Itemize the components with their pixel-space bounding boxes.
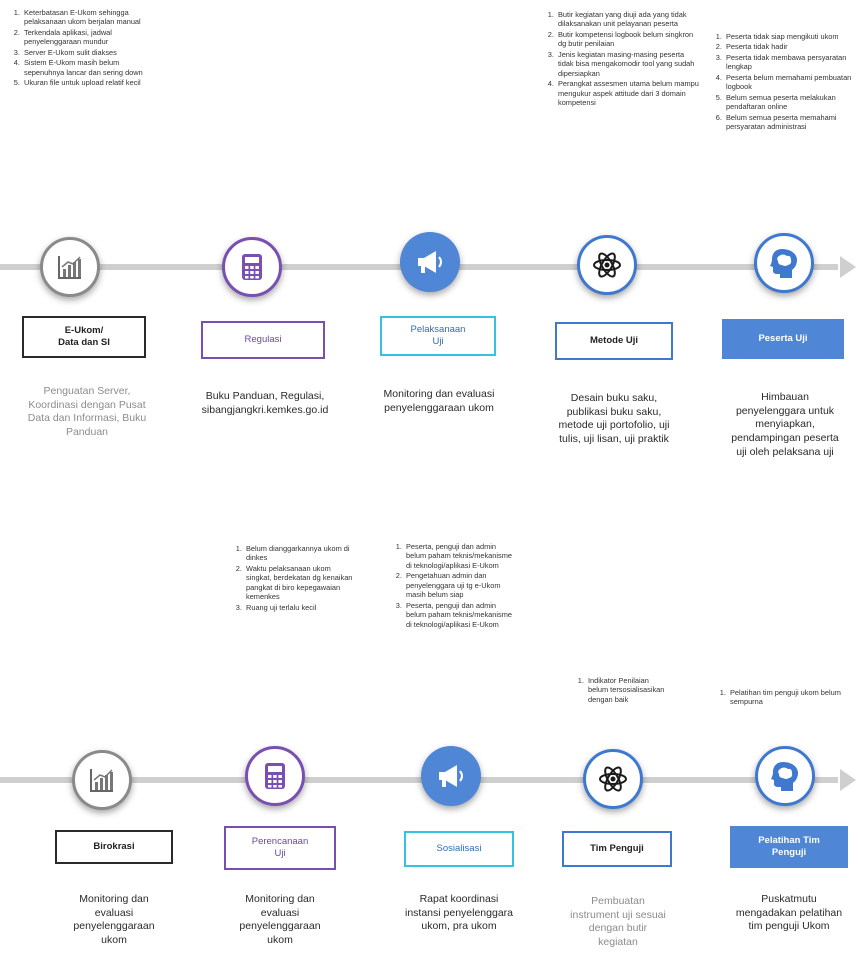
problem-item: Peserta tidak membawa persyaratan lengka… [724,53,858,72]
problem-item: Peserta, penguji dan admin belum paham t… [404,542,518,570]
problem-item: Peserta belum memahami pembuatan logbook [724,73,858,92]
solution-pelatihan-tim-penguji: Puskatmutu mengadakan pelatihan tim peng… [735,893,843,933]
label-peserta-uji: Peserta Uji [722,319,844,359]
label-metode-uji: Metode Uji [555,322,673,360]
problem-item: Keterbatasan E-Ukom sehingga pelaksanaan… [22,8,158,27]
solution-peserta-uji: Himbauan penyelenggara untuk menyiapkan,… [731,391,839,458]
brain-head-icon [754,233,814,293]
problem-list: Peserta, penguji dan admin belum paham t… [388,542,518,630]
label-sosialisasi: Sosialisasi [404,831,514,867]
problem-item: Belum semua peserta melakukan pendaftara… [724,93,858,112]
label-regulasi: Regulasi [201,321,325,359]
timeline-arrow [840,256,856,278]
chart-icon [40,237,100,297]
atom-icon [583,749,643,809]
problem-list: Butir kegiatan yang diuji ada yang tidak… [540,10,700,109]
atom-icon [577,235,637,295]
solution-pelaksanaan-uji: Monitoring dan evaluasi penyelenggaraan … [383,388,495,414]
calculator-icon [222,237,282,297]
problem-item: Ukuran file untuk upload relatif kecil [22,78,158,87]
label-perencanaan-uji: Perencanaan Uji [224,826,336,870]
problem-list: Belum dianggarkannya ukom di dinkes Wakt… [228,544,356,613]
solution-perencanaan-uji: Monitoring dan evaluasi penyelenggaraan … [239,893,321,946]
solution-tim-penguji: Pembuatan instrument uji sesuai dengan b… [570,895,666,948]
solution-birokrasi: Monitoring dan evaluasi penyelenggaraan … [73,893,155,946]
problem-item: Butir kegiatan yang diuji ada yang tidak… [556,10,700,29]
problem-item: Pelatihan tim penguji ukom belum sempurn… [728,688,852,707]
problem-item: Sistem E-Ukom masih belum sepenuhnya lan… [22,58,158,77]
label-pelatihan-tim-penguji: Pelatihan Tim Penguji [730,826,848,868]
label-tim-penguji: Tim Penguji [562,831,672,867]
problem-item: Indikator Penilaian belum tersosialisasi… [586,676,670,704]
problem-item: Ruang uji terlalu kecil [244,603,356,612]
row-1: Keterbatasan E-Ukom sehingga pelaksanaan… [0,0,858,500]
timeline-arrow [840,769,856,791]
problem-item: Peserta, penguji dan admin belum paham t… [404,601,518,629]
calculator-icon [245,746,305,806]
problem-list: Pelatihan tim penguji ukom belum sempurn… [712,688,852,708]
solution-regulasi: Buku Panduan, Regulasi, sibangjangkri.ke… [201,390,329,416]
megaphone-icon [421,746,481,806]
problem-item: Belum semua peserta memahami persyaratan… [724,113,858,132]
label-eukom: E-Ukom/ Data dan SI [22,316,146,358]
problem-item: Terkendala aplikasi, jadwal penyelenggar… [22,28,158,47]
timeline-line [0,777,838,783]
problem-item: Server E-Ukom sulit diakses [22,48,158,57]
problem-list: Indikator Penilaian belum tersosialisasi… [570,676,670,705]
solution-eukom: Penguatan Server, Koordinasi dengan Pusa… [27,385,147,438]
problem-list: Keterbatasan E-Ukom sehingga pelaksanaan… [6,8,158,89]
problem-item: Waktu pelaksanaan ukom singkat, berdekat… [244,564,356,602]
problem-item: Pengetahuan admin dan penyelenggara uji … [404,571,518,599]
megaphone-icon [400,232,460,292]
problem-list: Peserta tidak siap mengikuti ukom Pesert… [708,32,858,133]
solution-metode-uji: Desain buku saku, publikasi buku saku, m… [558,392,670,445]
problem-item: Peserta tidak siap mengikuti ukom [724,32,858,41]
problem-item: Peserta tidak hadir [724,42,858,51]
solution-sosialisasi: Rapat koordinasi instansi penyelenggara … [405,893,513,933]
chart-icon [72,750,132,810]
label-pelaksanaan-uji: Pelaksanaan Uji [380,316,496,356]
problem-item: Jenis kegiatan masing-masing peserta tid… [556,50,700,78]
problem-item: Perangkat assesmen utama belum mampu men… [556,79,700,107]
problem-item: Butir kompetensi logbook belum singkron … [556,30,700,49]
label-birokrasi: Birokrasi [55,830,173,864]
brain-head-icon [755,746,815,806]
problem-item: Belum dianggarkannya ukom di dinkes [244,544,356,563]
